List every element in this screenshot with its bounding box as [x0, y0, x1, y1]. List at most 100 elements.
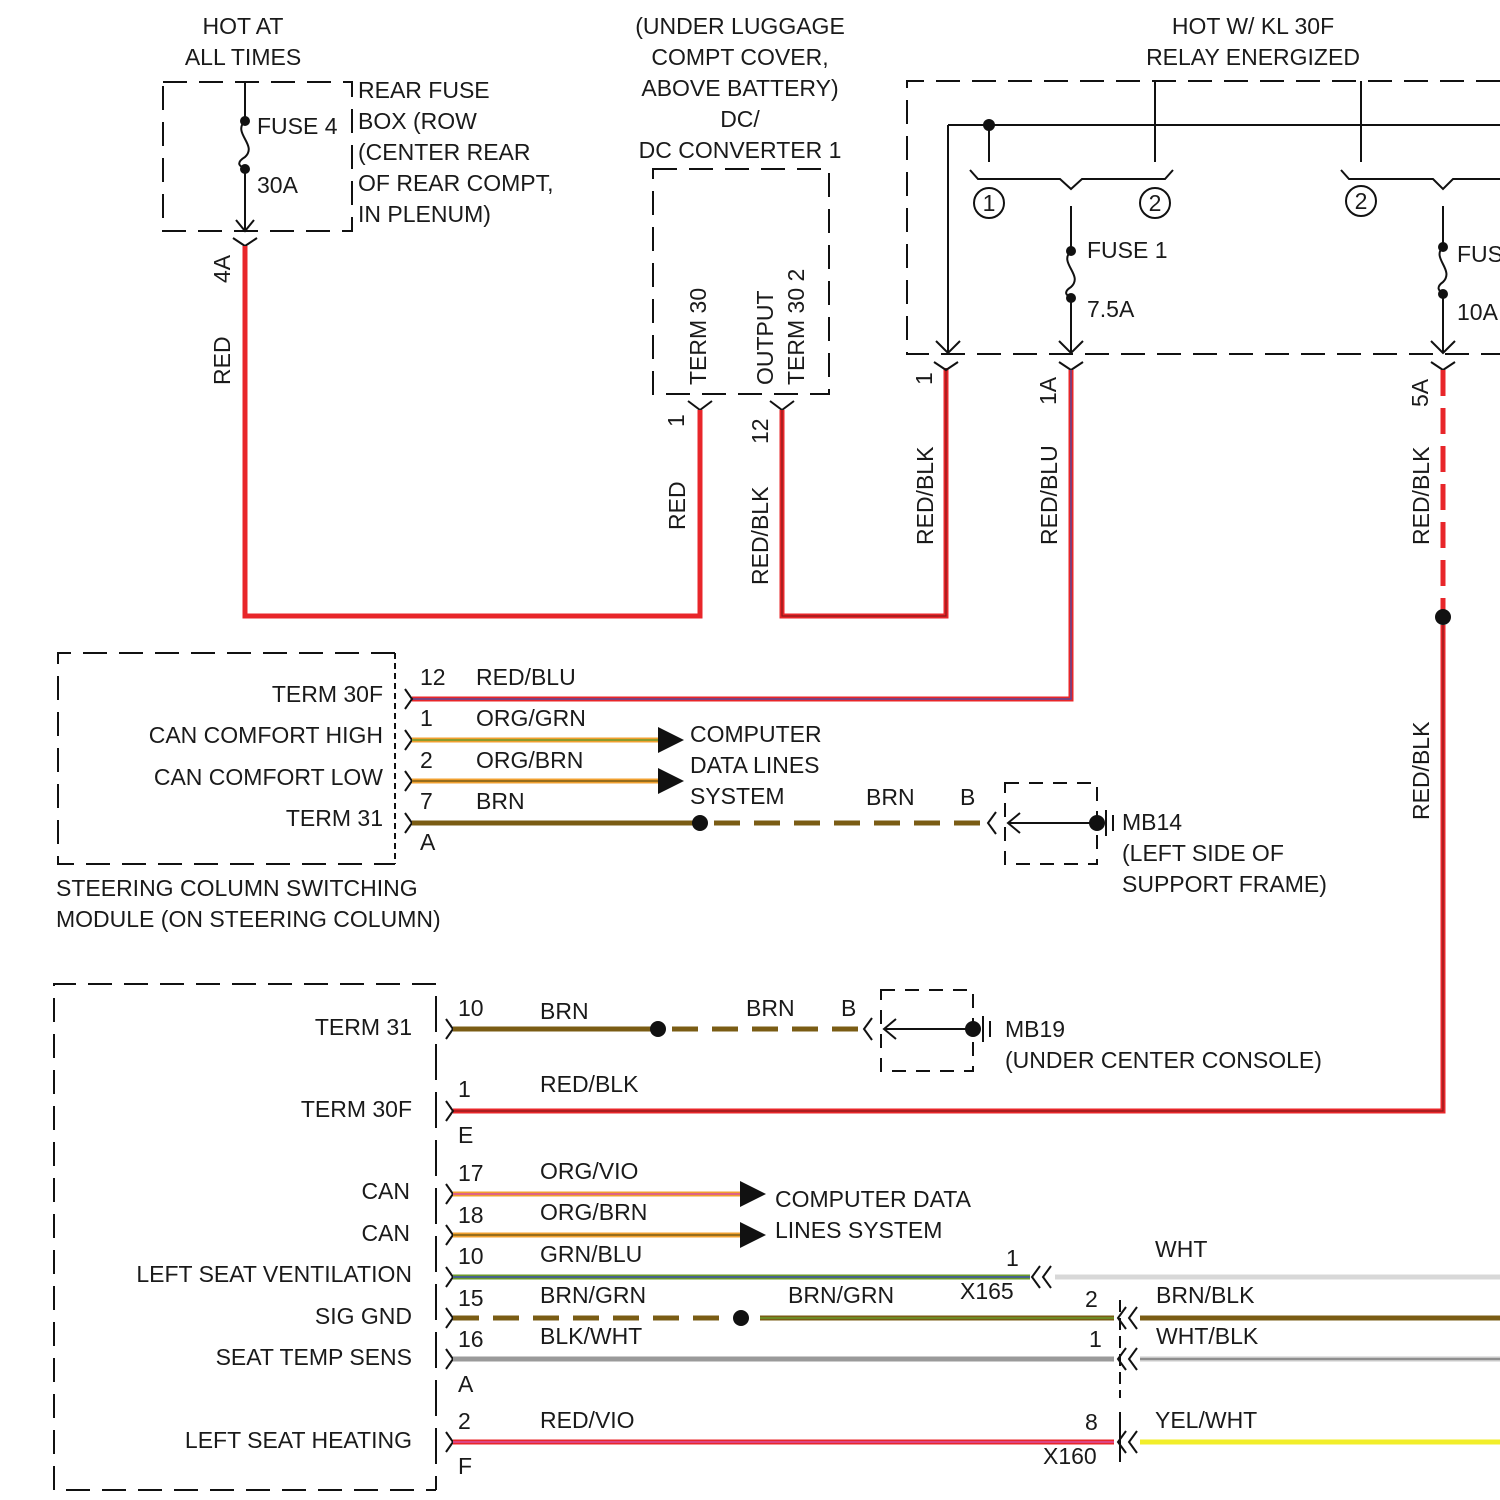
dcdc-name-line2: DC CONVERTER 1 [639, 137, 842, 163]
seat-wire-3: ORG/VIO [540, 1158, 638, 1184]
seat-wire-2: RED/BLK [540, 1071, 639, 1097]
mb14-location-2: SUPPORT FRAME) [1122, 871, 1327, 897]
scm-pin-3: 2 [420, 747, 433, 773]
seat-row-label-4: CAN [361, 1220, 410, 1246]
dcdc-pin1: 1 [663, 414, 689, 427]
relay-pin-5a: 5A [1407, 378, 1433, 407]
seat-pin-4: 18 [458, 1202, 484, 1228]
circle-2b-label: 2 [1355, 188, 1368, 214]
fuse-right-label: FUS [1457, 241, 1500, 267]
wire-red-label-2: RED [664, 481, 690, 530]
data-line-arrow-2 [658, 768, 684, 794]
scm-pin-4: 7 [420, 788, 433, 814]
seat-wire-1: BRN [540, 998, 589, 1024]
dcdc-output-line2: TERM 30 2 [783, 269, 809, 385]
data-line-arrow-4 [740, 1222, 766, 1248]
ground-mb14: MB14 (LEFT SIDE OF SUPPORT FRAME) [988, 783, 1327, 897]
fuse1-symbol [1066, 251, 1075, 298]
splice-scm-ground [692, 815, 708, 831]
fuse4-symbol [239, 121, 249, 169]
relay-title-line2: RELAY ENERGIZED [1146, 44, 1360, 70]
x165-name: X165 [960, 1278, 1014, 1304]
seat-ground-pin: B [841, 995, 856, 1021]
wire-red-label-1: RED [209, 336, 235, 385]
relay-box-outline [907, 81, 1500, 354]
circle-1-label: 1 [983, 190, 996, 216]
steering-column-switching-module: TERM 30F CAN COMFORT HIGH CAN COMFORT LO… [56, 653, 586, 932]
dcdc-term30: TERM 30 [685, 288, 711, 385]
dc-dc-converter: (UNDER LUGGAGE COMPT COVER, ABOVE BATTER… [635, 13, 845, 585]
x160-pin-1: 1 [1089, 1326, 1102, 1352]
rear-fuse-box-line4: OF REAR COMPT, [358, 170, 554, 196]
x160-pin-2: 2 [1085, 1286, 1098, 1312]
scm-title-line2: MODULE (ON STEERING COLUMN) [56, 906, 441, 932]
fuse-right-symbol [1439, 247, 1447, 294]
mb19-name: MB19 [1005, 1016, 1065, 1042]
dcdc-location-line2: COMPT COVER, [651, 44, 828, 70]
dcdc-location-line3: ABOVE BATTERY) [641, 75, 838, 101]
data-line-arrow-3 [740, 1181, 766, 1207]
mb14-name: MB14 [1122, 809, 1182, 835]
seat-row-label-2: TERM 30F [301, 1096, 412, 1122]
wire-redblk-1-label: RED/BLK [912, 446, 938, 545]
seat-row-label-6: SIG GND [315, 1303, 412, 1329]
seat-pin-6: 15 [458, 1285, 484, 1311]
x160-wire-wht-blk: WHT/BLK [1156, 1323, 1259, 1349]
x160-wire-brn-blk: BRN/BLK [1156, 1282, 1255, 1308]
x165-wire: WHT [1155, 1236, 1207, 1262]
wire-redblu-label: RED/BLU [1036, 445, 1062, 545]
x160-name: X160 [1043, 1443, 1097, 1469]
scm-data-lines-1: COMPUTER [690, 721, 822, 747]
scm-pin-2: 1 [420, 705, 433, 731]
data-line-arrow-1 [658, 727, 684, 753]
relay-title-line1: HOT W/ KL 30F [1172, 13, 1334, 39]
seat-ground-wire: BRN [746, 995, 795, 1021]
seat-data-lines-1: COMPUTER DATA [775, 1186, 972, 1212]
seat-row-label-1: TERM 31 [315, 1014, 412, 1040]
dcdc-pin12: 12 [747, 418, 773, 444]
pin-4a-label: 4A [209, 254, 235, 283]
x165-pin: 1 [1006, 1245, 1019, 1271]
seat-pin-5: 10 [458, 1243, 484, 1269]
x160-pin-8: 8 [1085, 1409, 1098, 1435]
seat-wire-4: ORG/BRN [540, 1199, 647, 1225]
seat-connector-f: F [458, 1453, 472, 1479]
scm-wire-2: ORG/GRN [476, 705, 586, 731]
dcdc-location-line1: (UNDER LUGGAGE [635, 13, 845, 39]
seat-pin-1: 10 [458, 995, 484, 1021]
dcdc-output-line1: OUTPUT [752, 290, 778, 385]
wire-redblk-dcdc-label: RED/BLK [747, 486, 773, 585]
scm-data-lines-2: DATA LINES [690, 752, 820, 778]
rear-fuse-box-line3: (CENTER REAR [358, 139, 531, 165]
fuse-right-rating: 10A [1457, 299, 1499, 325]
scm-connector-a: A [420, 829, 436, 855]
scm-ground-wire: BRN [866, 784, 915, 810]
ground-mb19: MB19 (UNDER CENTER CONSOLE) [864, 990, 1322, 1073]
seat-connector-e: E [458, 1122, 473, 1148]
wire-redblu-to-scm [412, 370, 1071, 699]
x160-wire-yel-wht: YEL/WHT [1155, 1407, 1257, 1433]
scm-data-lines-3: SYSTEM [690, 783, 785, 809]
rear-fuse-box: HOT AT ALL TIMES FUSE 4 30A REAR FUSE BO… [163, 13, 554, 385]
rear-fuse-box-line5: IN PLENUM) [358, 201, 491, 227]
scm-wire-4: BRN [476, 788, 525, 814]
fuse4-label: FUSE 4 [257, 113, 338, 139]
seat-row-label-5: LEFT SEAT VENTILATION [136, 1261, 412, 1287]
splice-5a [1435, 609, 1451, 625]
fuse1-label: FUSE 1 [1087, 237, 1168, 263]
seat-wire-5: GRN/BLU [540, 1241, 642, 1267]
circle-2a-label: 2 [1149, 190, 1162, 216]
seat-pin-7: 16 [458, 1326, 484, 1352]
mb14-location-1: (LEFT SIDE OF [1122, 840, 1284, 866]
wire-red-fuse4-to-dcdc [245, 246, 700, 616]
seat-wire-8: RED/VIO [540, 1407, 635, 1433]
seat-pin-3: 17 [458, 1160, 484, 1186]
seat-connector-a: A [458, 1371, 474, 1397]
seat-wire-6: BRN/GRN [540, 1282, 646, 1308]
seat-pin-2: 1 [458, 1076, 471, 1102]
rear-fuse-box-outline [163, 82, 352, 231]
dcdc-name-line1: DC/ [720, 106, 760, 132]
scm-wire-3: ORG/BRN [476, 747, 583, 773]
splice-seat-ground [650, 1021, 666, 1037]
seat-row-label-7: SEAT TEMP SENS [216, 1344, 412, 1370]
